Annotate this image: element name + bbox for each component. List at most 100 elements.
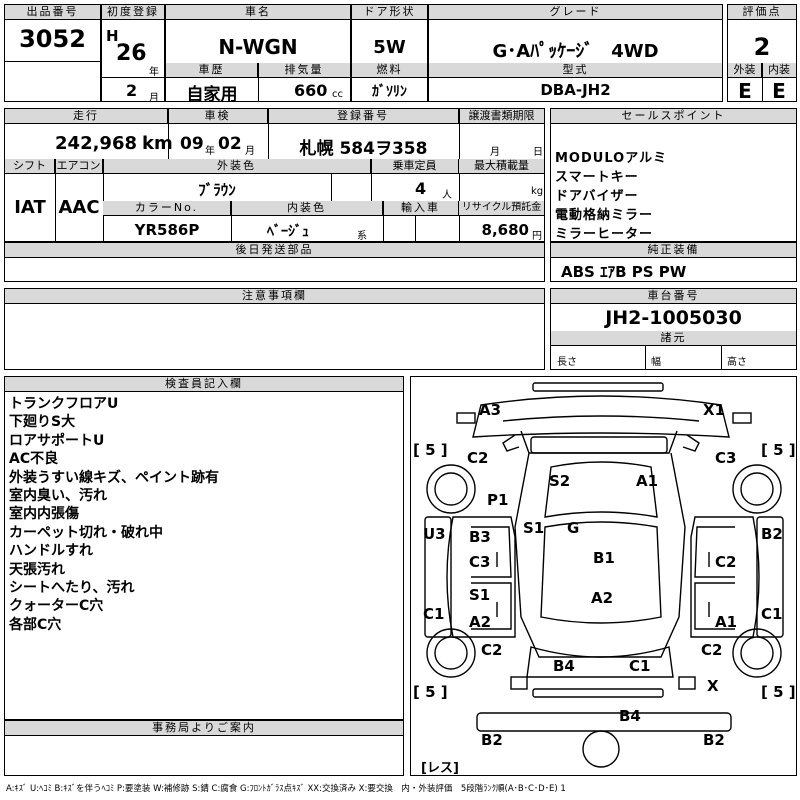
spare-tire-label: [レス] — [421, 761, 459, 776]
inspector-note: 下廻りS大 — [9, 414, 76, 431]
color-no-label: カラーNo. — [103, 201, 231, 216]
capacity-unit: 人 — [442, 190, 452, 201]
fuel-label: 燃料 — [352, 63, 427, 78]
damage-mark: B4 — [553, 657, 575, 675]
load-unit: kg — [531, 186, 544, 197]
damage-mark: A2 — [469, 613, 492, 631]
interior-color: ﾍﾞｰｼﾞｭ — [267, 224, 309, 240]
interior-color-unit: 系 — [357, 231, 367, 242]
inspector-note: カーペット切れ・破れ中 — [9, 524, 163, 541]
grade-label: グレード — [429, 5, 722, 20]
chassis-label: 車台番号 — [551, 289, 796, 304]
later-parts-box: 後日発送部品 — [4, 242, 545, 282]
damage-mark: B2 — [761, 525, 783, 543]
displacement: 660 — [294, 81, 328, 100]
sales-point-item: ドアバイザー — [555, 189, 639, 204]
year-unit: 年 — [149, 67, 159, 78]
car-name: N-WGN — [218, 35, 298, 59]
caution-box: 注意事項欄 — [4, 288, 545, 370]
damage-mark: X — [707, 677, 719, 695]
ac-label: エアコン — [55, 159, 103, 174]
damage-mark: S2 — [549, 472, 571, 490]
dims-label: 諸元 — [551, 331, 796, 346]
capacity-label: 乗車定員 — [371, 159, 459, 174]
displacement-unit: cc — [332, 89, 343, 100]
inspection-label: 車検 — [168, 109, 268, 124]
exterior-label: 外装 — [728, 63, 762, 78]
width-label: 幅 — [651, 357, 661, 368]
office-label: 事務局よりご案内 — [5, 721, 403, 736]
displacement-label: 排気量 — [258, 63, 350, 78]
damage-mark: A1 — [715, 613, 738, 631]
car-diagram-box: [ 5 ] [ 5 ] [ 5 ] [ 5 ] [レス] A3 X1 C2 C3… — [410, 376, 797, 776]
exterior-score: E — [738, 79, 752, 103]
plate-label: 登録番号 — [268, 109, 459, 124]
inspector-note: 各部C穴 — [9, 616, 62, 633]
damage-mark: A1 — [636, 472, 659, 490]
inspector-note: クォーターC穴 — [9, 598, 104, 615]
damage-mark: B4 — [619, 707, 641, 725]
tire-tread-rear-left: [ 5 ] — [413, 683, 448, 701]
mileage-unit: km — [142, 133, 173, 154]
color: ﾌﾞﾗｳﾝ — [198, 181, 236, 199]
inspector-note: 室内臭い、汚れ — [9, 488, 107, 505]
first-reg-box: 初度登録 H 26 年 2 月 — [101, 4, 165, 104]
damage-mark: A2 — [591, 589, 614, 607]
era: H — [106, 27, 119, 45]
insp-year: 09 — [180, 134, 204, 154]
insp-year-unit: 年 — [205, 146, 215, 157]
office-box: 事務局よりご案内 — [4, 720, 404, 776]
lot-label: 出品番号 — [5, 5, 100, 20]
damage-mark: C3 — [469, 553, 491, 571]
inspector-note: AC不良 — [9, 451, 59, 468]
chassis-box: 車台番号 JH2-1005030 諸元 長さ 幅 高さ — [550, 288, 797, 370]
grade-box: グレード G･Aﾊﾟｯｹｰｼﾞ 4WD 型式 DBA-JH2 — [428, 4, 723, 102]
car-name-box: 車名 N-WGN 車歴 排気量 自家用 660 cc — [165, 4, 351, 105]
car-name-label: 車名 — [166, 5, 350, 20]
insp-month: 02 — [218, 134, 242, 154]
plate: 札幌 584ヲ358 — [299, 139, 428, 159]
first-reg-year: 26 — [116, 41, 147, 66]
damage-mark: U3 — [423, 525, 446, 543]
import-label: 輸入車 — [383, 201, 459, 216]
tire-tread-front-right: [ 5 ] — [761, 441, 796, 459]
damage-mark: B3 — [469, 528, 491, 546]
damage-mark: C2 — [467, 449, 489, 467]
sales-point-item: ミラーヒーター — [555, 227, 654, 242]
fuel: ｶﾞｿﾘﾝ — [372, 84, 407, 100]
door: 5W — [373, 37, 406, 58]
inspector-note: トランクフロアU — [9, 396, 119, 412]
legend: A:ｷｽﾞ U:ﾍｺﾐ B:ｷｽﾞを伴うﾍｺﾐ P:要塗装 W:補修跡 S:錆 … — [6, 784, 566, 794]
details-box: 走行 車検 登録番号 譲渡書類期限 242,968 km 09 年 02 月 札… — [4, 108, 545, 242]
damage-mark: B1 — [593, 549, 615, 567]
interior-label: 内装 — [762, 63, 796, 78]
interior-score: E — [772, 79, 786, 103]
capacity: 4 — [415, 179, 427, 198]
shift: IAT — [14, 197, 46, 218]
history-label: 車歴 — [166, 63, 258, 78]
shift-label: シフト — [5, 159, 55, 174]
month-unit: 月 — [149, 93, 159, 104]
first-reg-month: 2 — [126, 81, 138, 100]
damage-mark: C1 — [423, 605, 445, 623]
score: 2 — [753, 33, 771, 61]
sales-point-label: セールスポイント — [551, 109, 796, 124]
first-reg-label: 初度登録 — [102, 5, 164, 20]
model-label: 型式 — [429, 63, 722, 78]
chassis-number: JH2-1005030 — [605, 307, 742, 329]
mileage-label: 走行 — [5, 109, 168, 124]
load-label: 最大積載量 — [459, 159, 544, 174]
damage-mark: S1 — [469, 586, 491, 604]
damage-mark: S1 — [523, 519, 545, 537]
inspector-note: ハンドルすれ — [9, 543, 93, 560]
transfer-label: 譲渡書類期限 — [459, 109, 544, 124]
damage-mark: B2 — [703, 731, 725, 749]
lot-box: 出品番号 3052 — [4, 4, 101, 102]
length-label: 長さ — [557, 357, 577, 368]
genuine-equipment: ABS ｴｱB PS PW — [561, 263, 687, 281]
inspector-note: 室内内張傷 — [9, 506, 79, 523]
damage-mark: C3 — [715, 449, 737, 467]
inspector-note: 天張汚れ — [9, 561, 65, 578]
damage-mark: G — [567, 519, 580, 537]
damage-mark: X1 — [703, 401, 726, 419]
